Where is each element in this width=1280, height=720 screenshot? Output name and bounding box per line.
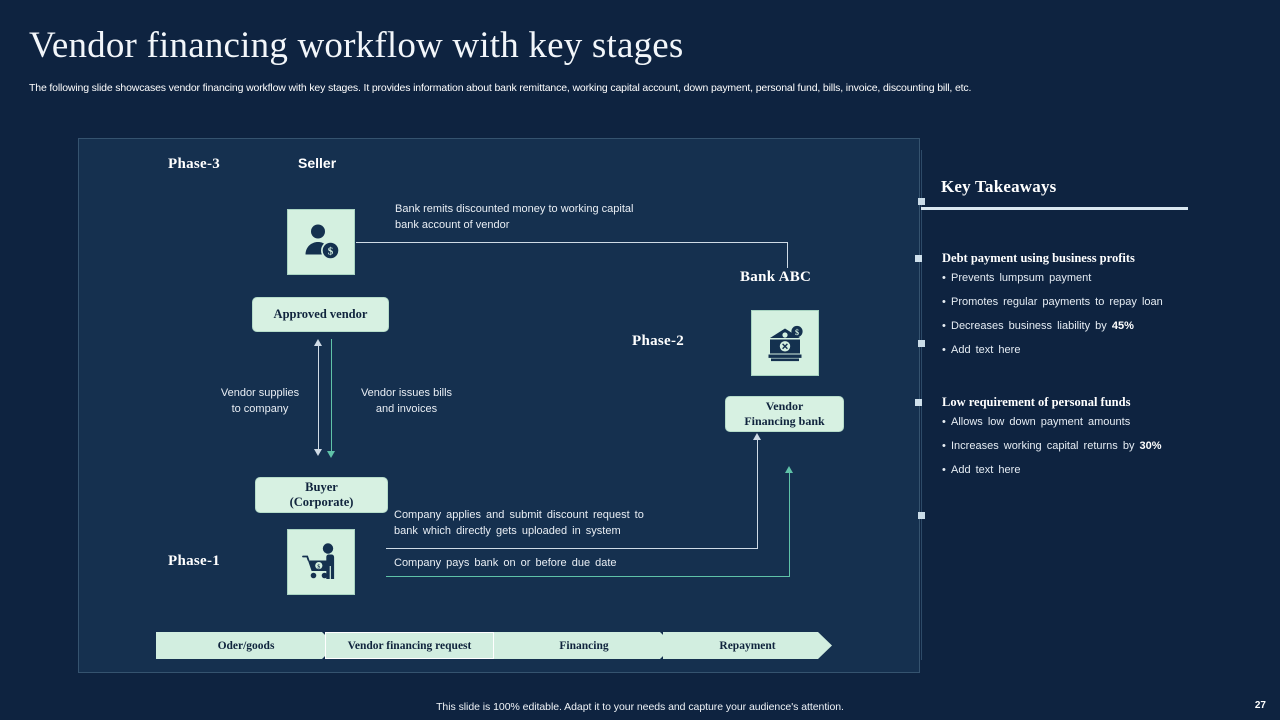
list-item: Add text here: [915, 458, 1205, 482]
key-takeaways-title: Key Takeaways: [941, 177, 1057, 196]
key-takeaway-heading-2-text: Low requirement of personal funds: [942, 395, 1131, 409]
connector-seller-to-bank-vertical: [787, 242, 788, 268]
stage-chevron-2[interactable]: Vendor financing request: [325, 632, 494, 659]
item-text: Add text here: [951, 344, 1021, 356]
item-text: Increases working capital returns by: [951, 440, 1140, 452]
vendor-financing-bank-line-1: Vendor: [765, 399, 804, 413]
phase-2-label: Phase-2: [632, 333, 685, 349]
buyer-chip-line-1: Buyer: [305, 480, 338, 494]
phase-3-label: Phase-3: [168, 156, 221, 172]
page-title: Vendor financing workflow with key stage…: [29, 25, 684, 66]
vendor-supplies-arrow-line: [318, 345, 319, 450]
svg-text:$: $: [328, 246, 334, 258]
connector-seller-to-bank-horizontal: [356, 242, 788, 243]
connector-pays-vertical: [789, 472, 790, 577]
key-takeaway-heading-1-text: Debt payment using business profits: [942, 251, 1135, 265]
person-with-dollar-icon: $: [305, 224, 340, 260]
remit-note-line-1: Bank remits discounted money to working …: [395, 203, 634, 215]
item-text: Add text here: [951, 464, 1021, 476]
vendor-financing-bank-chip[interactable]: Vendor Financing bank: [725, 396, 844, 432]
remit-note-line-2: bank account of vendor: [395, 219, 510, 231]
bank-icon-tile: $: [751, 310, 819, 376]
page-subtitle: The following slide showcases vendor fin…: [29, 82, 972, 94]
key-takeaways-tick-bottom: [918, 512, 925, 519]
vendor-issues-note: Vendor issues bills and invoices: [344, 385, 469, 417]
buyer-chip-line-2: (Corporate): [289, 495, 354, 509]
key-takeaways-rule: [921, 207, 1188, 210]
remit-note: Bank remits discounted money to working …: [395, 201, 695, 233]
key-takeaway-group-2: Low requirement of personal funds Allows…: [915, 395, 1205, 482]
vendor-supplies-line-2: to company: [231, 403, 289, 415]
applies-note-line-1: Company applies and submit discount requ…: [394, 509, 644, 521]
vendor-issues-arrowhead-down: [327, 451, 335, 458]
stage-chevron-3[interactable]: Financing: [494, 632, 674, 659]
key-takeaway-heading-2: Low requirement of personal funds: [915, 395, 1205, 410]
vendor-issues-arrow-line: [331, 339, 332, 452]
vendor-supplies-arrowhead-up: [314, 339, 322, 346]
list-item: Promotes regular payments to repay loan: [915, 290, 1205, 314]
svg-text:$: $: [795, 328, 799, 337]
item-text: Decreases business liability by: [951, 320, 1112, 332]
vendor-supplies-note: Vendor supplies to company: [205, 385, 315, 417]
vendor-supplies-arrowhead-down: [314, 449, 322, 456]
square-bullet-icon: [915, 399, 922, 406]
connector-applies-arrowhead: [753, 433, 761, 440]
vendor-supplies-line-1: Vendor supplies: [220, 387, 300, 399]
list-item: Prevents lumpsum payment: [915, 266, 1205, 290]
key-takeaway-heading-1: Debt payment using business profits: [915, 251, 1205, 266]
applies-note: Company applies and submit discount requ…: [394, 507, 704, 539]
key-takeaways-tick-top: [918, 198, 925, 205]
seller-icon-tile: $: [287, 209, 355, 275]
connector-applies-vertical: [757, 439, 758, 549]
phase-1-label: Phase-1: [168, 553, 221, 569]
buyer-chip[interactable]: Buyer (Corporate): [255, 477, 388, 513]
vendor-issues-line-1: Vendor issues bills: [360, 387, 453, 399]
list-item: Increases working capital returns by 30%: [915, 434, 1205, 458]
key-takeaway-group-1: Debt payment using business profits Prev…: [915, 251, 1205, 362]
buyer-icon-tile: $: [287, 529, 355, 595]
item-highlight: 45%: [1111, 320, 1134, 332]
person-with-shopping-cart-icon: $: [302, 543, 335, 579]
approved-vendor-chip[interactable]: Approved vendor: [252, 297, 389, 332]
vendor-financing-bank-line-2: Financing bank: [744, 414, 825, 428]
stage-chevron-1[interactable]: Oder/goods: [156, 632, 336, 659]
connector-pays-arrowhead: [785, 466, 793, 473]
list-item: Add text here: [915, 338, 1205, 362]
pays-bank-note: Company pays bank on or before due date: [394, 557, 617, 569]
stage-chevron-4[interactable]: Repayment: [663, 632, 832, 659]
key-takeaway-list-2: Allows low down payment amounts Increase…: [915, 410, 1205, 482]
page-number: 27: [1254, 700, 1266, 711]
list-item: Allows low down payment amounts: [915, 410, 1205, 434]
footer-note: This slide is 100% editable. Adapt it to…: [436, 701, 844, 713]
connector-pays-horizontal: [386, 576, 790, 577]
seller-label: Seller: [298, 155, 337, 171]
vendor-issues-line-2: and invoices: [375, 403, 438, 415]
item-text: Prevents lumpsum payment: [951, 272, 1092, 284]
square-bullet-icon: [915, 255, 922, 262]
list-item: Decreases business liability by 45%: [915, 314, 1205, 338]
bank-building-with-dollar-icon: $: [768, 325, 803, 362]
svg-text:$: $: [317, 564, 320, 571]
item-text: Promotes regular payments to repay loan: [951, 296, 1163, 308]
key-takeaway-list-1: Prevents lumpsum payment Promotes regula…: [915, 266, 1205, 362]
connector-applies-horizontal: [386, 548, 758, 549]
applies-note-line-2: bank which directly gets uploaded in sys…: [394, 525, 621, 537]
bank-abc-label: Bank ABC: [740, 269, 812, 285]
item-highlight: 30%: [1139, 440, 1162, 452]
item-text: Allows low down payment amounts: [951, 416, 1131, 428]
